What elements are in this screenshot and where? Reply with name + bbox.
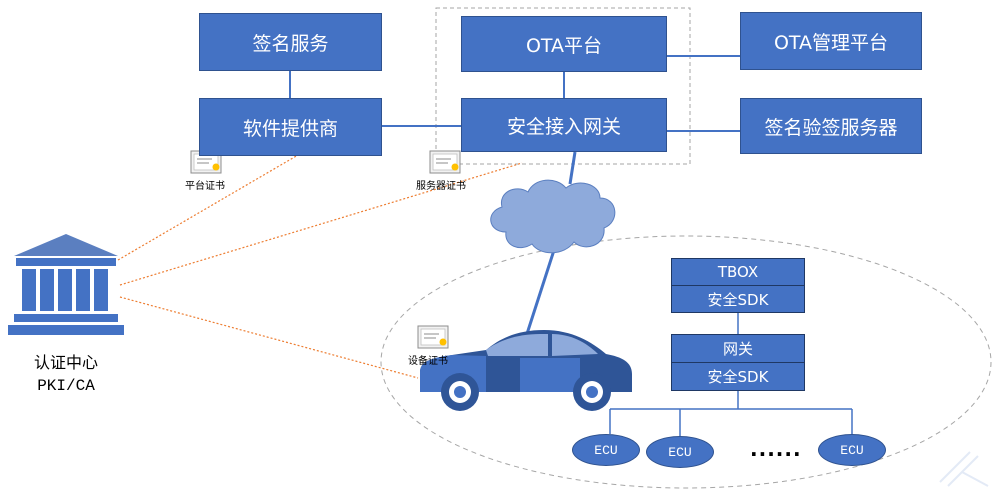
ecu-node: ECU: [818, 434, 886, 466]
cert-line-device: [119, 296, 419, 379]
vehicle-gateway-label: 网关: [722, 340, 753, 358]
device-cert-label: 设备证书: [408, 356, 448, 367]
link-gateway-cloud: [568, 151, 577, 185]
tbox-box: TBOX 安全SDK: [671, 258, 805, 313]
device-cert-icon: [417, 325, 449, 349]
car-icon: [420, 330, 632, 411]
platform-cert-icon: [190, 150, 222, 174]
ota-management-box: OTA管理平台: [740, 12, 922, 70]
vehicle-gateway-sdk-label: 安全SDK: [672, 362, 804, 390]
signing-service-box: 签名服务: [199, 13, 382, 71]
cert-line-platform: [117, 154, 299, 261]
server-cert-label: 服务器证书: [416, 181, 466, 192]
software-provider-box: 软件提供商: [199, 98, 382, 156]
watermark-icon: [939, 451, 989, 487]
platform-dashed-frame: [435, 7, 691, 165]
sign-verify-server-box: 签名验签服务器: [740, 98, 922, 154]
platform-cert-label: 平台证书: [185, 181, 225, 192]
vehicle-domain-ellipse: [380, 235, 992, 489]
ecu-node: ECU: [646, 436, 714, 468]
vehicle-gateway-box: 网关 安全SDK: [671, 334, 805, 391]
cloud-icon: [490, 179, 616, 254]
ca-building-icon: [8, 234, 124, 335]
ecu-ellipsis: ......: [750, 437, 802, 461]
ca-subtitle: PKI/CA: [37, 377, 95, 395]
ota-platform-box: OTA平台: [461, 16, 667, 72]
tbox-sdk-label: 安全SDK: [672, 285, 804, 312]
secure-gateway-box: 安全接入网关: [461, 98, 667, 152]
link-cloud-car: [523, 243, 558, 341]
tbox-label: TBOX: [717, 263, 759, 281]
server-cert-icon: [429, 150, 461, 174]
ecu-node: ECU: [572, 434, 640, 466]
ca-name: 认证中心: [33, 353, 98, 372]
